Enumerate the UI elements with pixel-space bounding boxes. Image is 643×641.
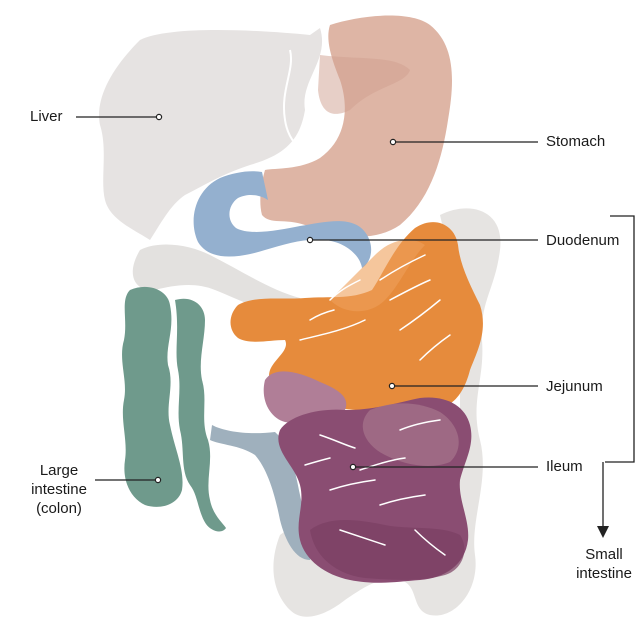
stomach-leader-dot — [390, 139, 395, 144]
small-intestine-label: Small intestine — [572, 545, 636, 583]
liver-leader-dot — [156, 114, 161, 119]
sigmoid-colon-shape — [175, 299, 226, 532]
jejunum-label: Jejunum — [546, 377, 603, 396]
large-intestine-label-line-3: (colon) — [28, 499, 90, 518]
ileum-leader-dot — [350, 464, 355, 469]
duodenum-label: Duodenum — [546, 231, 619, 250]
duodenum-leader-dot — [307, 237, 312, 242]
ileum-label: Ileum — [546, 457, 583, 476]
large-intestine-label-line-2: intestine — [28, 480, 90, 499]
stomach-label: Stomach — [546, 132, 605, 151]
liver-label: Liver — [30, 107, 63, 126]
large-intestine-label-line-1: Large — [28, 461, 90, 480]
jejunum-leader-dot — [389, 383, 394, 388]
large-intestine-shape — [122, 287, 183, 507]
small-intestine-label-line-1: Small — [572, 545, 636, 564]
large-intestine-leader-dot — [155, 477, 160, 482]
large-intestine-label: Large intestine (colon) — [28, 461, 90, 518]
small-intestine-label-line-2: intestine — [572, 564, 636, 583]
small-intestine-arrowhead — [597, 526, 609, 538]
small-intestine-bracket — [605, 216, 634, 462]
